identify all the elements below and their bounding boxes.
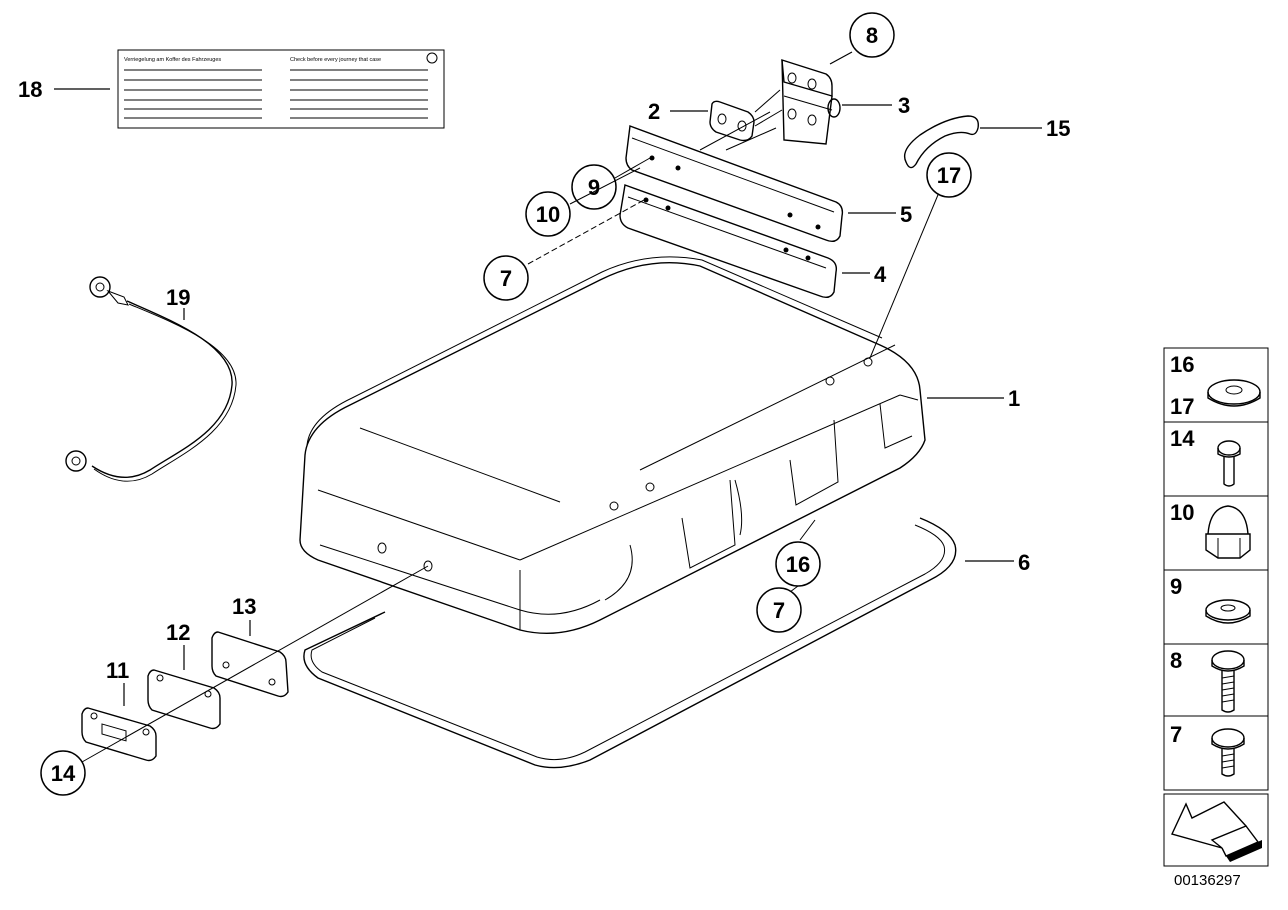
hinge bbox=[781, 59, 841, 145]
screw-short-icon bbox=[1211, 728, 1245, 777]
screw-long-icon bbox=[1211, 650, 1245, 713]
callout-2: 2 bbox=[648, 99, 660, 124]
label-card-right-heading: Check before every journey that case bbox=[290, 57, 381, 63]
strip-4 bbox=[619, 184, 838, 299]
legend-7: 7 bbox=[1170, 722, 1182, 747]
cap-nut-icon bbox=[1205, 505, 1251, 559]
legend-10: 10 bbox=[1170, 500, 1194, 525]
callout-13: 13 bbox=[232, 594, 256, 619]
callout-14: 14 bbox=[51, 761, 76, 786]
label-card-left-heading: Verriegelung am Koffer des Fahrzeuges bbox=[124, 57, 221, 63]
washer-small-icon bbox=[1205, 599, 1251, 624]
callout-7-top: 7 bbox=[500, 266, 512, 291]
callout-7-bottom: 7 bbox=[773, 598, 785, 623]
strip-5 bbox=[625, 125, 844, 243]
orientation-arrow-icon bbox=[1171, 801, 1262, 862]
callout-6: 6 bbox=[1018, 550, 1030, 575]
plate-13 bbox=[211, 631, 289, 698]
legend-8: 8 bbox=[1170, 648, 1182, 673]
callout-3: 3 bbox=[898, 93, 910, 118]
callout-9: 9 bbox=[588, 175, 600, 200]
washer-large-icon bbox=[1207, 379, 1261, 407]
ground-cable bbox=[65, 276, 237, 482]
label-card: Verriegelung am Koffer des Fahrzeuges Ch… bbox=[117, 49, 445, 129]
screw-small-icon bbox=[1217, 440, 1241, 487]
case-body bbox=[299, 256, 926, 634]
legend-16: 16 bbox=[1170, 352, 1194, 377]
callout-12: 12 bbox=[166, 620, 190, 645]
plate-2 bbox=[709, 100, 755, 142]
legend-17: 17 bbox=[1170, 394, 1194, 419]
callout-5: 5 bbox=[900, 202, 912, 227]
legend-14: 14 bbox=[1170, 426, 1195, 451]
callout-16: 16 bbox=[786, 552, 810, 577]
legend-9: 9 bbox=[1170, 574, 1182, 599]
plate-11 bbox=[81, 707, 157, 762]
callout-10: 10 bbox=[536, 202, 560, 227]
plate-12 bbox=[147, 669, 221, 730]
callout-1: 1 bbox=[1008, 386, 1020, 411]
case-seal bbox=[303, 517, 957, 769]
callout-8: 8 bbox=[866, 23, 878, 48]
callout-19: 19 bbox=[166, 285, 190, 310]
document-number: 00136297 bbox=[1174, 872, 1241, 889]
callout-17: 17 bbox=[937, 163, 961, 188]
callout-18: 18 bbox=[18, 77, 42, 102]
hardware-legend: 16 17 14 10 9 8 bbox=[1163, 347, 1269, 867]
callout-11: 11 bbox=[106, 658, 129, 683]
callout-15: 15 bbox=[1046, 116, 1070, 141]
loop-15 bbox=[903, 115, 979, 169]
callout-4: 4 bbox=[874, 262, 887, 287]
